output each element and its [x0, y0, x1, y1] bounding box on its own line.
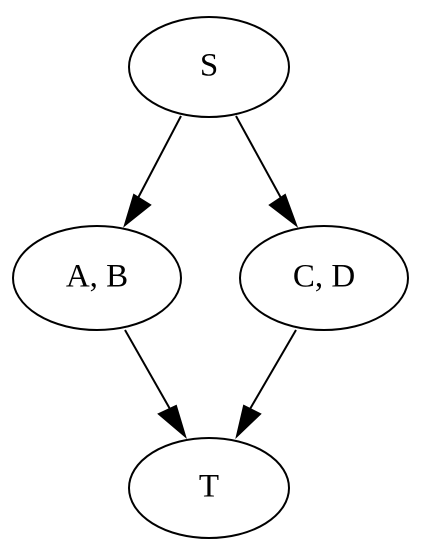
arrowhead-icon [235, 404, 262, 440]
node-ab-label: A, B [66, 259, 128, 295]
edge-cd-to-t [235, 329, 297, 440]
node-s-label: S [200, 48, 218, 84]
edge-s-to-ab [123, 115, 182, 228]
node-t-ellipse [128, 437, 290, 539]
arrowhead-icon [123, 193, 152, 228]
node-s: S [128, 16, 290, 118]
node-cd-ellipse [239, 225, 409, 331]
arrowhead-icon [157, 404, 187, 439]
arrowhead-icon [268, 193, 299, 228]
edge-s-to-cd [235, 115, 299, 228]
node-t: T [128, 437, 290, 539]
node-ab-ellipse [12, 225, 182, 331]
node-ab: A, B [12, 225, 182, 331]
node-cd-label: C, D [293, 259, 355, 295]
node-s-ellipse [128, 16, 290, 118]
edge-ab-to-t [124, 329, 187, 439]
node-cd: C, D [239, 225, 409, 331]
node-t-label: T [199, 469, 219, 505]
